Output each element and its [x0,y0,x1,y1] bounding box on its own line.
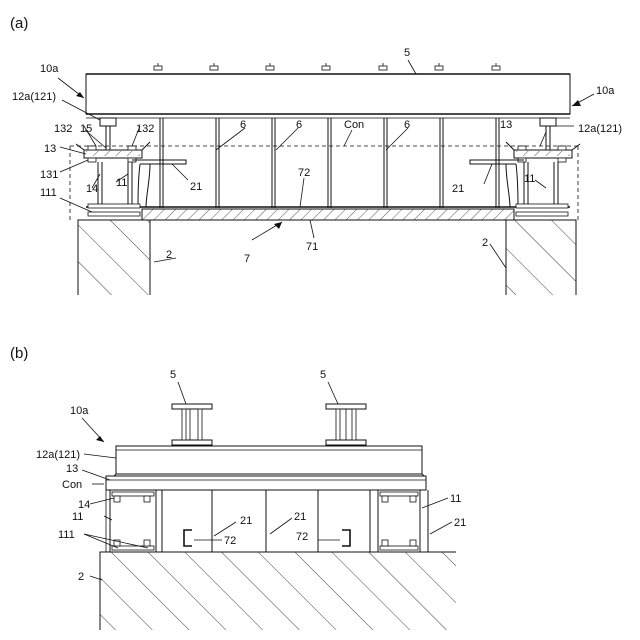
arrow-7 [252,222,282,240]
label-con-a: Con [344,119,364,131]
label-15: 15 [80,123,92,135]
label-b-72-a: 72 [224,535,236,547]
label-2-left: 2 [166,249,172,261]
label-72-a: 72 [298,167,310,179]
panel-a-title: (a) [10,15,28,32]
label-14: 14 [86,183,98,195]
label-b-21-c: 21 [454,517,466,529]
panel-b: (b) [10,345,466,630]
plate-13 [106,476,426,490]
label-132-b: 132 [136,123,154,135]
label-6-c: 6 [404,119,410,131]
label-11-right: 11 [524,173,535,185]
label-5: 5 [404,47,410,59]
label-21-right: 21 [452,183,464,195]
pier-left [78,220,150,295]
label-b-5-right: 5 [320,369,326,381]
label-b-14: 14 [78,499,90,511]
label-13-right: 13 [500,119,512,131]
top-bolts [154,63,500,70]
ground-b [100,552,456,630]
base-71 [142,209,514,220]
label-b-con: Con [62,479,82,491]
label-13-left: 13 [44,143,56,155]
label-131: 131 [40,169,58,181]
label-21-left: 21 [190,181,202,193]
label-b-12a: 12a(121) [36,449,80,461]
label-132-a: 132 [54,123,72,135]
label-b-72-b: 72 [296,531,308,543]
column-block-right [378,490,420,552]
left-support [76,118,186,216]
column-block-left [106,490,156,552]
i-beam-left [172,404,212,445]
i-beam-right [326,404,366,445]
pier-right [506,220,576,295]
label-71: 71 [306,241,318,253]
label-12a-right: 12a(121) [578,123,622,135]
label-11-left: 11 [116,177,127,189]
label-b-11-right: 11 [450,493,461,505]
label-10a-left: 10a [40,63,59,75]
label-10a-right: 10a [596,85,615,97]
label-2-right: 2 [482,237,488,249]
label-b-13: 13 [66,463,78,475]
label-12a-left: 12a(121) [12,91,56,103]
channel-72-right [342,530,350,546]
girder-12a [112,446,426,478]
label-b-21-b: 21 [294,511,306,523]
label-b-10a: 10a [70,405,89,417]
struts-6 [160,118,499,208]
main-girder [86,74,570,118]
label-b-5-left: 5 [170,369,176,381]
panel-a: (a) [10,15,622,295]
right-support [470,118,580,216]
label-b-2: 2 [78,571,84,583]
label-111: 111 [40,187,57,199]
label-6-a: 6 [240,119,246,131]
label-b-11-left: 11 [72,511,83,523]
label-7: 7 [244,253,250,265]
label-6-b: 6 [296,119,302,131]
channel-72-left [184,530,192,546]
label-b-111: 111 [58,529,75,541]
arrow-10a-right [572,94,594,106]
panel-b-title: (b) [10,345,28,362]
label-b-21-a: 21 [240,515,252,527]
